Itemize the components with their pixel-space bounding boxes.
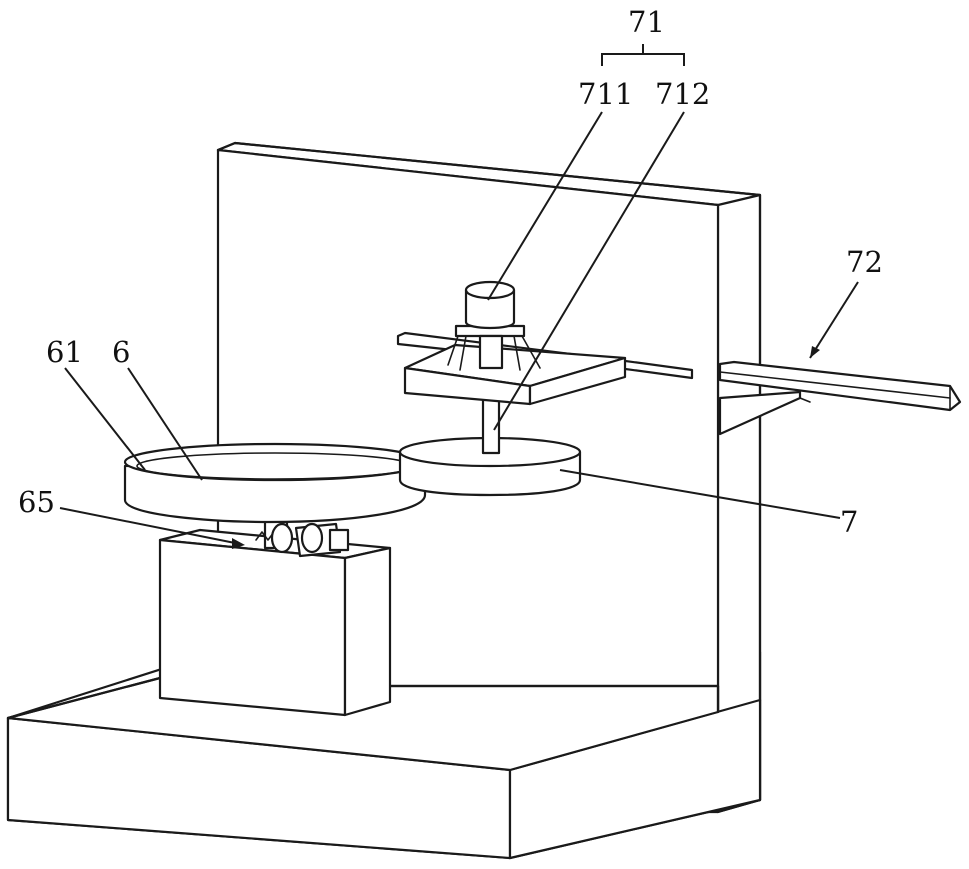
turntable-6 [125, 444, 425, 522]
label-65: 65 [18, 485, 55, 519]
label-72: 72 [846, 245, 883, 279]
label-61: 61 [46, 335, 83, 369]
base-front [8, 678, 760, 858]
label-6: 6 [112, 335, 130, 369]
label-7: 7 [840, 505, 858, 539]
label-bracket-71 [602, 44, 684, 66]
label-712: 712 [655, 77, 710, 111]
label-71: 71 [628, 5, 665, 39]
motor-box [160, 530, 390, 715]
label-711: 711 [578, 77, 633, 111]
